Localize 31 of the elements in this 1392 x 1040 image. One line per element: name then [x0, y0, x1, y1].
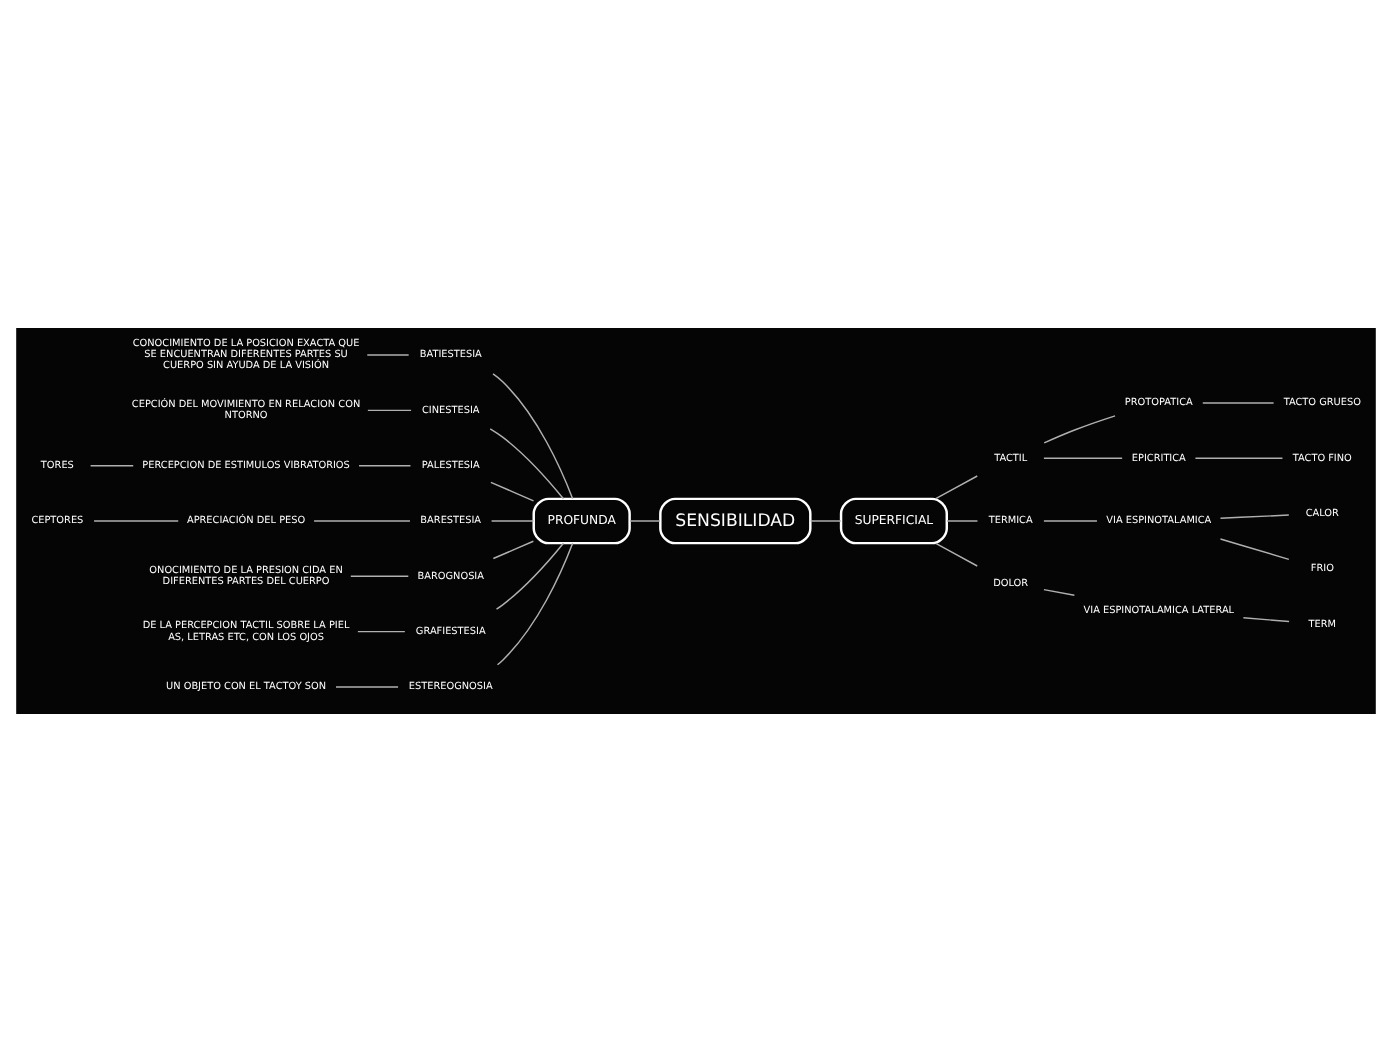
connector — [335, 685, 399, 687]
connector — [1202, 401, 1275, 403]
node-box: SENSIBILIDAD — [659, 496, 812, 544]
connector — [1219, 513, 1290, 518]
connector — [1043, 456, 1123, 459]
connector — [935, 541, 978, 566]
connector — [1043, 587, 1076, 596]
connector — [935, 474, 978, 499]
connector — [496, 541, 574, 665]
connector — [93, 519, 179, 521]
connector — [809, 519, 842, 521]
connector — [1043, 519, 1098, 521]
connector — [492, 539, 535, 559]
connector — [358, 463, 412, 466]
connector — [350, 574, 410, 577]
connector — [1219, 537, 1290, 560]
connector — [495, 541, 565, 609]
connector — [492, 372, 574, 499]
connector — [366, 353, 410, 355]
connector — [629, 519, 661, 521]
connector — [1043, 414, 1116, 443]
connector — [490, 480, 535, 501]
connector — [357, 629, 406, 632]
connector — [489, 427, 565, 499]
connector — [946, 519, 979, 521]
connector — [367, 408, 412, 411]
connector — [89, 463, 134, 466]
connector — [313, 519, 411, 521]
connector — [490, 519, 535, 521]
connector — [1194, 456, 1284, 459]
connector — [1242, 616, 1290, 622]
